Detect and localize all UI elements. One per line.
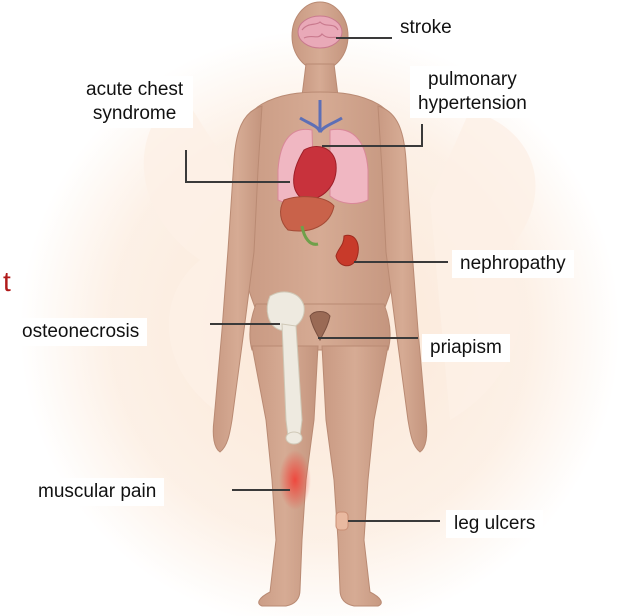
- leg-ulcer: [336, 512, 348, 530]
- label-muscular-pain: muscular pain: [30, 478, 164, 506]
- muscular-pain-glow: [279, 450, 311, 510]
- brain: [298, 16, 342, 48]
- stray-text-fragment: t: [3, 268, 11, 296]
- neck: [302, 64, 338, 96]
- label-acute-chest-syndrome-line-1: acute chest: [86, 78, 183, 102]
- label-pulmonary-hypertension-line-2: hypertension: [418, 92, 527, 116]
- label-osteonecrosis: osteonecrosis: [14, 318, 147, 346]
- label-pulmonary-hypertension-line-1: pulmonary: [418, 68, 527, 92]
- label-pulmonary-hypertension: pulmonary hypertension: [410, 66, 535, 118]
- label-nephropathy: nephropathy: [452, 250, 574, 278]
- label-stroke: stroke: [394, 14, 458, 42]
- label-priapism: priapism: [422, 334, 510, 362]
- label-acute-chest-syndrome: acute chest syndrome: [76, 76, 193, 128]
- label-leg-ulcers: leg ulcers: [446, 510, 543, 538]
- label-acute-chest-syndrome-line-2: syndrome: [86, 102, 183, 126]
